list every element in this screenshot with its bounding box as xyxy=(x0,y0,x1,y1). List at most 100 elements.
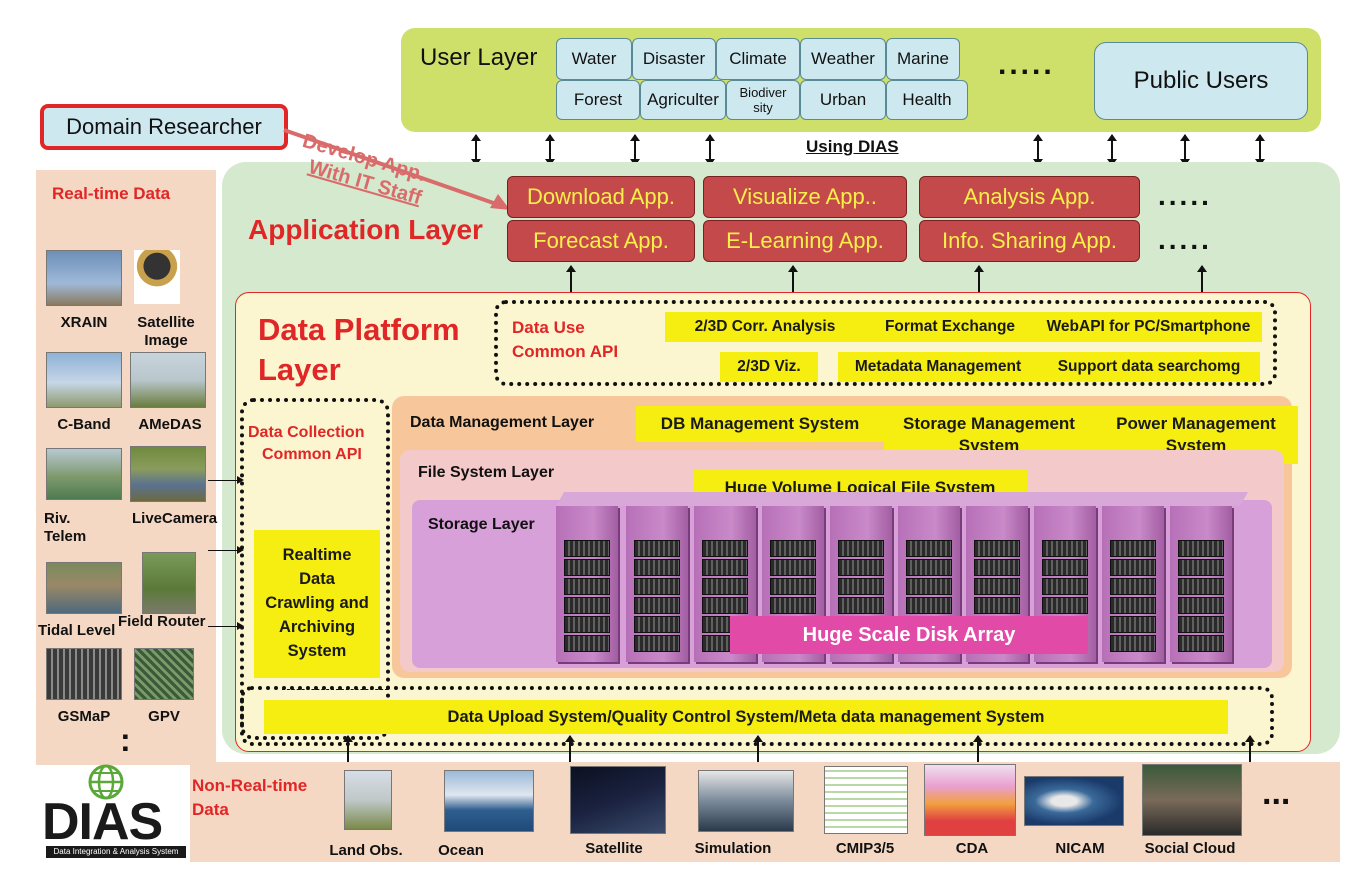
server-unit xyxy=(702,540,748,557)
data-use-api-title-2: Common API xyxy=(512,342,619,361)
social-cloud-label: Social Cloud xyxy=(1144,840,1236,857)
analysis-app: Analysis App. xyxy=(919,176,1140,218)
nr-arrow-2 xyxy=(565,735,575,766)
viz: 2/3D Viz. xyxy=(720,352,818,382)
realtime-more: : xyxy=(120,722,131,758)
amedas-photo xyxy=(130,352,206,408)
domain-health: Health xyxy=(886,80,968,120)
metadata-management: Metadata Management xyxy=(838,352,1038,382)
application-layer-title: Application Layer xyxy=(248,214,483,245)
gsmap-photo xyxy=(46,648,122,700)
dias-logo-text: DIAS xyxy=(42,793,163,851)
up-arrow-4 xyxy=(1197,265,1207,302)
server-unit xyxy=(838,597,884,614)
domain-agriculter: Agriculter xyxy=(640,80,726,120)
arrow-3 xyxy=(630,134,640,166)
tidal-level-label: Tidal Level xyxy=(38,622,116,639)
server-unit xyxy=(1178,559,1224,576)
server-unit xyxy=(1178,635,1224,652)
file-system-title: File System Layer xyxy=(418,464,555,481)
forecast-app: Forecast App. xyxy=(507,220,695,262)
domain-climate: Climate xyxy=(716,38,800,80)
data-collection-frame xyxy=(240,398,390,740)
cmip-label: CMIP3/5 xyxy=(835,840,895,857)
land-obs-photo xyxy=(344,770,392,830)
satellite-photo xyxy=(570,766,666,834)
app-ellipsis-1: ..... xyxy=(1158,180,1212,211)
domain-disaster: Disaster xyxy=(632,38,716,80)
nicam-photo xyxy=(1024,776,1124,826)
server-unit xyxy=(1110,578,1156,595)
server-unit xyxy=(770,559,816,576)
up-arrow-3 xyxy=(974,265,984,302)
amedas-label: AMeDAS xyxy=(138,416,202,433)
ocean-photo xyxy=(444,770,534,832)
field-router-label: Field Router xyxy=(118,613,206,630)
server-unit xyxy=(838,578,884,595)
social-cloud-photo xyxy=(1142,764,1242,836)
input-arrow-2 xyxy=(208,546,244,554)
nonrealtime-title-1: Non-Real-time xyxy=(192,776,308,795)
simulation-label: Simulation xyxy=(694,840,772,857)
server-unit xyxy=(1178,540,1224,557)
upload-system: Data Upload System/Quality Control Syste… xyxy=(264,700,1228,734)
riv-telem-photo xyxy=(46,448,122,500)
server-unit xyxy=(564,540,610,557)
server-unit xyxy=(974,578,1020,595)
simulation-photo xyxy=(698,770,794,832)
data-use-api-frame xyxy=(494,300,1277,386)
data-platform-title-2: Layer xyxy=(258,352,341,387)
user-ellipsis: ..... xyxy=(998,48,1055,81)
domain-forest: Forest xyxy=(556,80,640,120)
arrow-5 xyxy=(1033,134,1043,166)
dias-logo-globe xyxy=(88,764,124,800)
up-arrow-1 xyxy=(566,265,576,302)
server-unit xyxy=(974,559,1020,576)
server-unit xyxy=(634,597,680,614)
server-unit xyxy=(634,540,680,557)
support-search: Support data searchomg xyxy=(1038,352,1260,382)
server-unit xyxy=(702,578,748,595)
server-unit xyxy=(564,616,610,633)
data-use-api-title-1: Data Use xyxy=(512,318,585,337)
nonrealtime-more: ... xyxy=(1262,774,1291,812)
domain-researcher: Domain Researcher xyxy=(40,104,288,150)
gpv-photo xyxy=(134,648,194,700)
nicam-label: NICAM xyxy=(1055,840,1105,857)
server-rack-top xyxy=(1034,492,1113,506)
up-arrow-2 xyxy=(788,265,798,302)
server-unit xyxy=(974,597,1020,614)
realtime-title: Real-time Data xyxy=(52,184,171,203)
server-unit xyxy=(906,540,952,557)
server-rack xyxy=(556,492,635,662)
xrain-label: XRAIN xyxy=(60,314,108,331)
server-unit xyxy=(1042,540,1088,557)
format-exchange: Format Exchange xyxy=(865,312,1035,342)
domain-marine: Marine xyxy=(886,38,960,80)
server-unit xyxy=(1110,559,1156,576)
domain-biodiversity: Biodiver sity xyxy=(726,80,800,120)
server-unit xyxy=(1178,597,1224,614)
livecamera-label: LiveCamera xyxy=(132,510,218,527)
storage-title: Storage Layer xyxy=(428,516,535,533)
nonrealtime-title-2: Data xyxy=(192,800,229,819)
info-sharing-app: Info. Sharing App. xyxy=(919,220,1140,262)
app-ellipsis-2: ..... xyxy=(1158,224,1212,255)
server-unit xyxy=(838,559,884,576)
nr-arrow-3 xyxy=(753,735,763,766)
server-rack-top xyxy=(830,492,909,506)
server-rack-top xyxy=(762,492,841,506)
server-unit xyxy=(1110,635,1156,652)
domain-urban: Urban xyxy=(800,80,886,120)
cda-photo xyxy=(924,764,1016,836)
data-platform-title-1: Data Platform xyxy=(258,312,460,347)
cband-photo xyxy=(46,352,122,408)
server-unit xyxy=(634,578,680,595)
server-unit xyxy=(838,540,884,557)
satellite-label: Satellite xyxy=(585,840,643,857)
realtime-crawling-system: Realtime Data Crawling and Archiving Sys… xyxy=(254,530,380,678)
data-collection-title-2: Common API xyxy=(262,446,362,463)
nr-arrow-1 xyxy=(343,735,353,766)
server-unit xyxy=(906,559,952,576)
server-unit xyxy=(1178,616,1224,633)
